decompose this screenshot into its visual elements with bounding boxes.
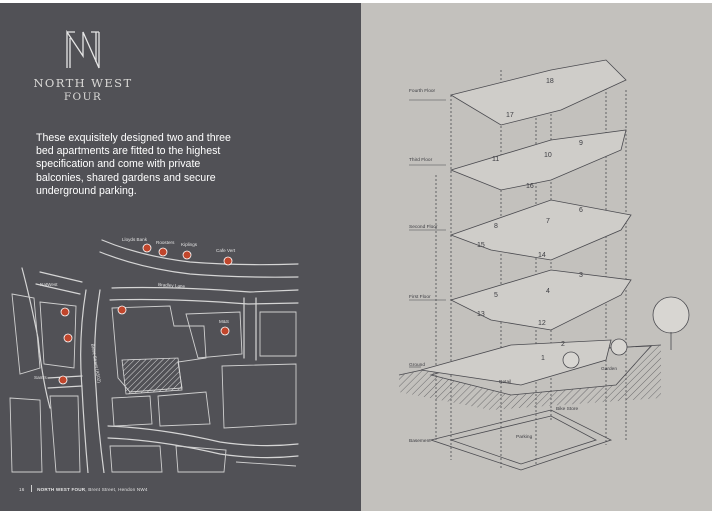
unit-15: 15	[477, 242, 485, 249]
floor-label-fourth: Fourth Floor	[409, 88, 436, 94]
map-label-lloyds: Lloyds Bank	[122, 237, 148, 242]
page-number: 16	[19, 487, 25, 492]
unit-2: 2	[561, 341, 565, 348]
floor-label-first: First Floor	[409, 294, 431, 300]
unit-13: 13	[477, 311, 485, 318]
logo: NORTH WEST FOUR	[33, 28, 133, 103]
unit-18: 18	[546, 78, 554, 85]
unit-16: 16	[526, 183, 534, 190]
map-label-kiplings: Kiplings	[181, 242, 198, 247]
nw-monogram-logo-icon	[66, 29, 100, 69]
footer-divider	[30, 485, 32, 492]
unit-1: 1	[541, 355, 545, 362]
unit-8: 8	[494, 223, 498, 230]
unit-3: 3	[579, 272, 583, 279]
left-panel: NORTH WEST FOUR These exquisitely design…	[0, 0, 361, 511]
map-street-brent: Brent Street (A502)	[90, 343, 102, 383]
map-label-cafe-vert: Cafe Vert	[216, 248, 236, 253]
floor-label-third: Third Floor	[409, 157, 433, 163]
unit-12: 12	[538, 320, 546, 327]
area-bike-store: Bike Store	[556, 406, 578, 412]
floor-label-ground: Ground	[409, 362, 425, 368]
area-garden: Garden	[601, 366, 617, 372]
map-street-bradley: Bradley Lane	[158, 282, 186, 289]
unit-6: 6	[579, 207, 583, 214]
unit-17: 17	[506, 112, 514, 119]
brand-name-line1: NORTH WEST	[33, 76, 133, 90]
map-label-natwest: NatWest	[40, 282, 58, 287]
unit-9: 9	[579, 140, 583, 147]
building-exploded-diagram: Fourth Floor Third Floor Second Floor Fi…	[398, 59, 690, 471]
unit-10: 10	[544, 152, 552, 159]
unit-5: 5	[494, 292, 498, 299]
unit-11: 11	[492, 156, 499, 163]
top-border	[0, 0, 715, 3]
unit-4: 4	[546, 288, 550, 295]
right-border	[712, 0, 715, 511]
unit-14: 14	[538, 252, 546, 259]
unit-7: 7	[546, 218, 550, 225]
floor-label-basement: Basement	[409, 438, 431, 444]
footer-address: Brent Street, Hendon NW4	[88, 487, 148, 492]
footer-title: NORTH WEST FOUR	[37, 487, 86, 492]
map-label-sams: Sam's	[34, 375, 47, 380]
map-label-roosters: Roosters	[156, 240, 175, 245]
floor-label-second: Second Floor	[409, 224, 438, 230]
map-label-ms: M&S	[219, 319, 229, 324]
brand-name-line2: FOUR	[63, 91, 103, 103]
intro-paragraph: These exquisitely designed two and three…	[36, 132, 231, 197]
area-retail: Retail	[499, 379, 511, 385]
location-map: Lloyds Bank Roosters Kiplings Cafe Vert …	[9, 237, 299, 473]
area-parking: Parking	[516, 434, 533, 440]
